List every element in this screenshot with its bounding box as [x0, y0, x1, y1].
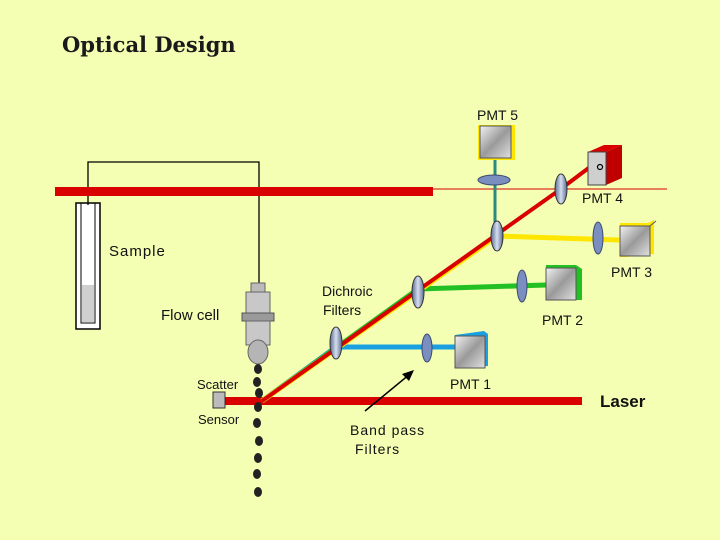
bandpass-filters: [421, 174, 604, 363]
pmt2-label: PMT 2: [542, 312, 583, 328]
upper-laser-bar: [55, 187, 433, 196]
pmt5-detector: [478, 125, 515, 160]
sample-tubing: [87, 161, 260, 285]
pmt3-detector: [619, 220, 657, 257]
laser-beam: [220, 397, 582, 405]
scatter-sensor: [212, 391, 226, 409]
scatter-label: Scatter: [197, 377, 239, 392]
particle-stream: [253, 364, 263, 497]
flow-cell-label: Flow cell: [161, 307, 219, 324]
pmt4-label: PMT 4: [582, 190, 623, 206]
bandpass-arrow: [364, 373, 411, 412]
pmt5-label: PMT 5: [477, 107, 518, 123]
laser-label: Laser: [600, 392, 646, 411]
dichroic-filters: [329, 173, 568, 360]
sensor-label: Sensor: [198, 412, 240, 427]
bandpass-label-line1: Band pass: [350, 422, 425, 438]
bandpass-label-line2: Filters: [355, 441, 400, 457]
pmt3-label: PMT 3: [611, 264, 652, 280]
sample-tube: [75, 202, 101, 330]
pmt2-detector: [545, 265, 582, 301]
flow-cell: [241, 282, 275, 365]
dichroic-label-line1: Dichroic: [322, 283, 373, 299]
pmt1-label: PMT 1: [450, 376, 491, 392]
page-title: Optical Design: [62, 32, 236, 57]
pmt1-detector: [454, 331, 488, 369]
pmt4-detector: [587, 145, 622, 186]
red-beam: [260, 162, 596, 403]
bandpass-arrowhead: [402, 370, 414, 381]
sample-label: Sample: [109, 243, 166, 260]
dichroic-label-line2: Filters: [323, 302, 361, 318]
